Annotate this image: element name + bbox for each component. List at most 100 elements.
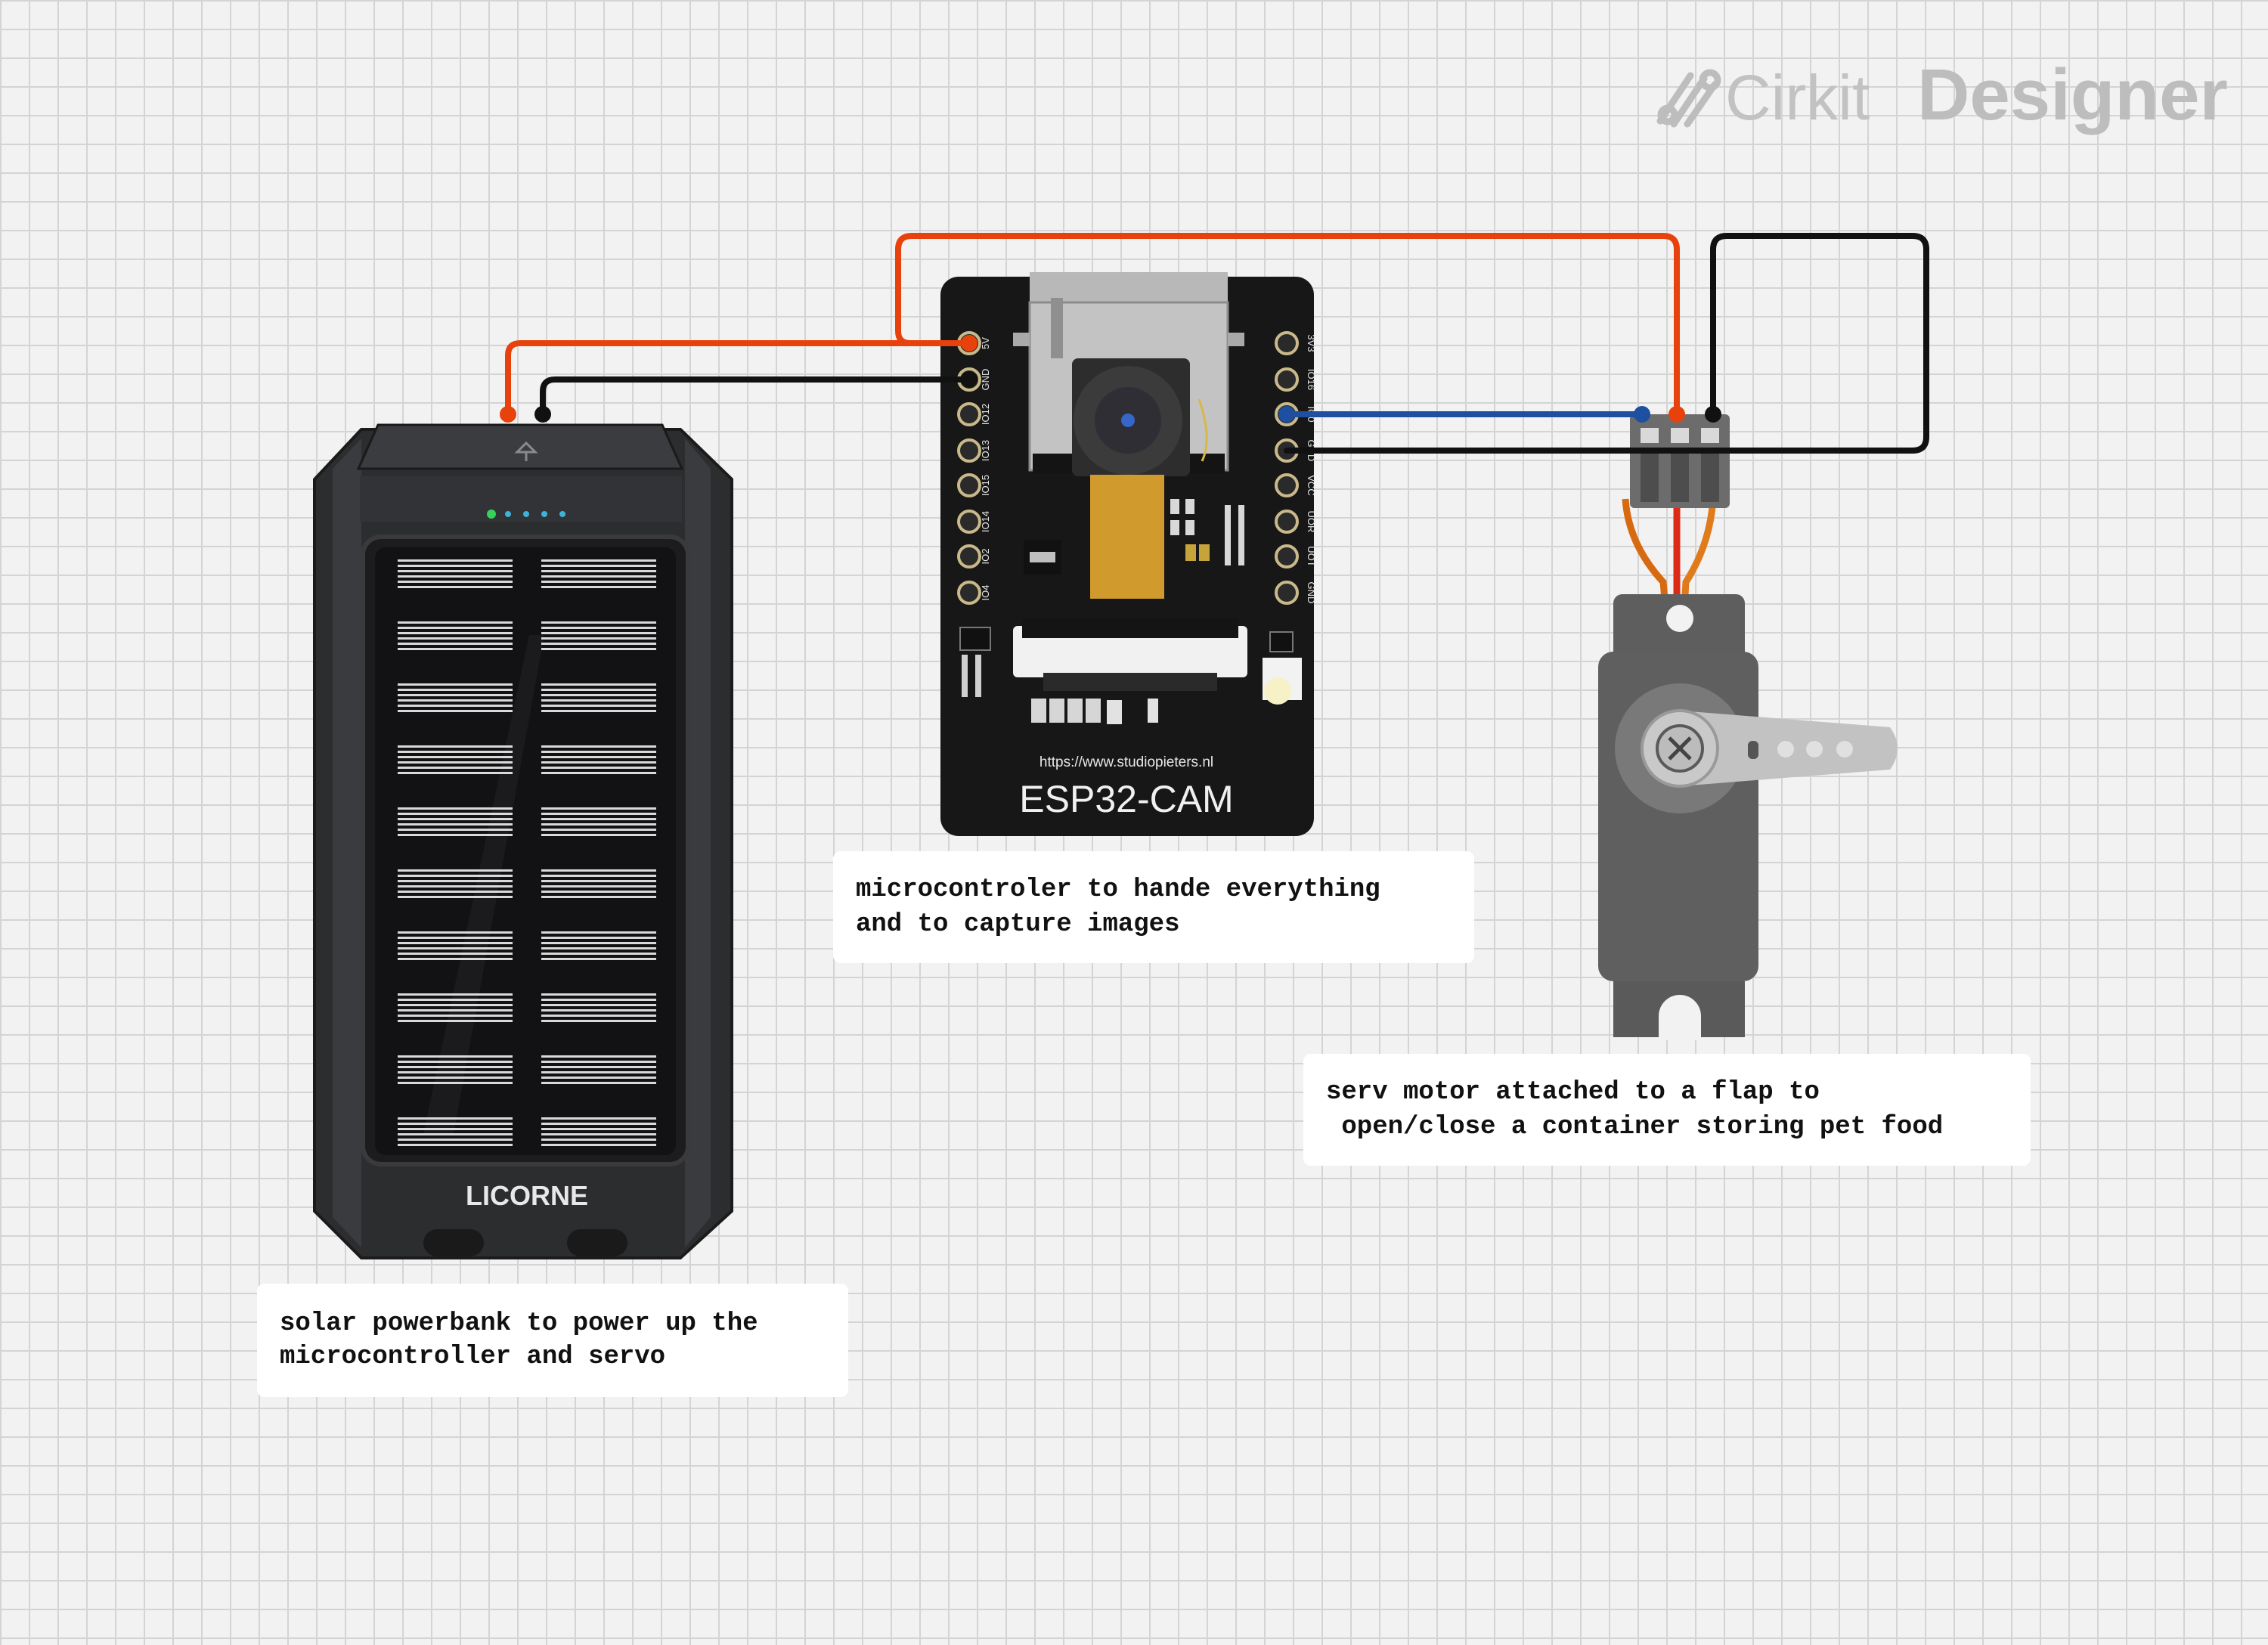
solar-cell-line [541, 834, 656, 836]
solar-powerbank[interactable]: LICORNE [313, 423, 733, 1259]
solar-cell-line [541, 1055, 656, 1058]
solar-cell-line [398, 1144, 513, 1146]
solar-cell-line [398, 1055, 513, 1058]
servo-motor[interactable] [1598, 414, 1898, 1040]
solar-cell-line [398, 931, 513, 934]
esp32-pin-right-0[interactable] [1275, 331, 1299, 355]
solar-cell-line [541, 813, 656, 815]
solar-cell-line [541, 565, 656, 567]
solar-cell-line [541, 958, 656, 960]
solar-cell-line [541, 823, 656, 826]
esp32-pin-label: IO4 [980, 585, 991, 601]
solar-cell-line [398, 1077, 513, 1079]
esp32-pin-label: VCC [1306, 475, 1317, 495]
solar-cells [398, 559, 656, 1146]
esp32-url: https://www.studiopieters.nl [1040, 754, 1213, 770]
solar-cell-line [398, 1133, 513, 1135]
servo-note-line-1: serv motor attached to a flap to [1326, 1078, 1820, 1107]
solar-cell-line [541, 705, 656, 707]
solar-cell-line [398, 999, 513, 1001]
solar-cell-line [398, 621, 513, 624]
solar-cell-line [398, 570, 513, 572]
esp32-pin-label: IO16 [1306, 369, 1317, 390]
solar-cell-line [398, 648, 513, 650]
solar-cell-line [398, 1020, 513, 1022]
solar-cell-line [398, 942, 513, 944]
solar-cell-line [541, 942, 656, 944]
esp32-pin-left-6[interactable] [957, 544, 981, 568]
solar-cell-line [541, 869, 656, 872]
esp32-pin-label: IO2 [980, 549, 991, 565]
solar-cell-line [541, 683, 656, 686]
esp32-pin-right-1[interactable] [1275, 367, 1299, 392]
esp32-pin-left-5[interactable] [957, 510, 981, 534]
solar-cell-line [541, 875, 656, 877]
solar-cell-line [541, 1144, 656, 1146]
esp32-cam-board[interactable]: 5VGNDIO12IO13IO15IO14IO2IO43V3IO16IO0GND… [940, 272, 1317, 836]
solar-cell-line [398, 586, 513, 588]
solar-cell-line [398, 1082, 513, 1084]
solar-cell-line [398, 772, 513, 774]
solar-cell-line [541, 1082, 656, 1084]
solar-cell-line [398, 1071, 513, 1073]
esp32-pin-right-4[interactable] [1275, 473, 1299, 497]
pcb-components [959, 618, 1302, 724]
solar-cell-line [398, 818, 513, 820]
logo-text-designer: Designer [1917, 54, 2228, 135]
solar-cell-line [541, 689, 656, 691]
esp32-pin-right-7[interactable] [1275, 581, 1299, 605]
solar-cell-line [541, 710, 656, 712]
solar-cell-line [398, 834, 513, 836]
esp32-pin-left-7[interactable] [957, 581, 981, 605]
servo-note-line-2: open/close a container storing pet food [1326, 1113, 1944, 1142]
esp32-pin-label: IO15 [980, 475, 991, 496]
solar-cell-line [398, 958, 513, 960]
servo-note[interactable]: serv motor attached to a flap to open/cl… [1303, 1054, 2031, 1166]
solar-cell-line [541, 1071, 656, 1073]
wire-endpoints [500, 335, 1721, 423]
solar-cell-line [398, 699, 513, 702]
solar-cell-line [541, 570, 656, 572]
esp32-pin-left-3[interactable] [957, 438, 981, 463]
solar-cell-line [398, 689, 513, 691]
esp32-note[interactable]: microcontroler to hande everything and t… [833, 851, 1474, 963]
esp32-pin-left-4[interactable] [957, 473, 981, 497]
solar-cell-line [398, 767, 513, 769]
solar-cell-line [541, 1133, 656, 1135]
solar-cell-line [398, 643, 513, 645]
cirkit-logo-icon [1656, 69, 1721, 128]
wire-esp32-gnd-to-servo-gnd [1284, 233, 1929, 454]
camera-ribbon [1090, 475, 1164, 599]
solar-cell-line [541, 931, 656, 934]
solar-cell-line [398, 875, 513, 877]
solar-cell-line [398, 1004, 513, 1006]
solar-cell-line [541, 627, 656, 629]
esp32-pin-right-5[interactable] [1275, 510, 1299, 534]
solar-cell-line [398, 1117, 513, 1120]
solar-cell-line [541, 643, 656, 645]
powerbank-note-line-2: microcontroller and servo [280, 1343, 666, 1371]
solar-cell-line [398, 823, 513, 826]
solar-cell-line [541, 999, 656, 1001]
solar-cell-line [541, 1061, 656, 1063]
solar-cell-line [541, 559, 656, 562]
solar-cell-line [541, 993, 656, 996]
solar-cell-line [541, 581, 656, 583]
powerbank-note[interactable]: solar powerbank to power up the microcon… [257, 1284, 848, 1397]
servo-horn [1615, 683, 1898, 813]
esp32-pin-label: 5V [980, 337, 991, 349]
camera-lens [1072, 358, 1208, 476]
solar-cell-line [398, 937, 513, 939]
solar-cell-line [398, 896, 513, 898]
esp32-pin-left-2[interactable] [957, 402, 981, 426]
esp32-note-line-1: microcontroler to hande everything [856, 875, 1380, 904]
esp32-pin-label: IO14 [980, 511, 991, 532]
esp32-pin-right-6[interactable] [1275, 544, 1299, 568]
solar-cell-line [541, 637, 656, 640]
esp32-pin-label: UOT [1306, 546, 1317, 567]
cirkit-designer-logo[interactable]: Cirkit Designer [1656, 54, 2228, 135]
esp32-pin-label: IO13 [980, 440, 991, 461]
esp32-title: ESP32-CAM [1019, 778, 1233, 820]
solar-cell-line [541, 1066, 656, 1068]
